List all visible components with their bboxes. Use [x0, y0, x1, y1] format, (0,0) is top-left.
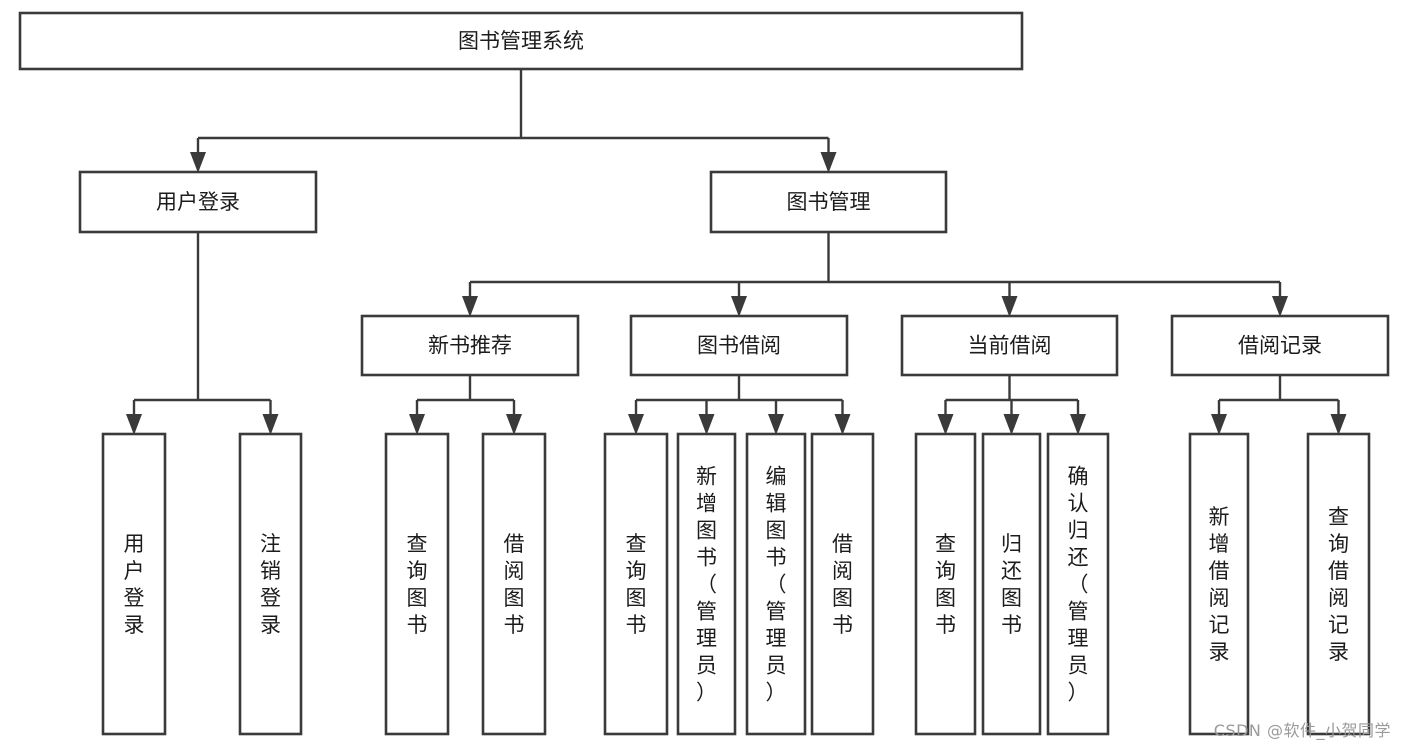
node-leaf-bb-lend[interactable]: 借阅图书	[810, 432, 875, 736]
node-leaf-bb-add[interactable]: 新增图书（管理员）	[676, 432, 737, 736]
node-box[interactable]	[1188, 432, 1250, 736]
node-label: 新增图书（管理员）	[696, 465, 717, 705]
node-box[interactable]	[481, 432, 547, 736]
node-leaf-nb-query[interactable]: 查询图书	[384, 432, 450, 736]
node-root[interactable]: 图书管理系统	[18, 11, 1024, 71]
node-box[interactable]	[1170, 314, 1390, 377]
arrow-head-icon	[731, 296, 747, 317]
node-new-book-rec[interactable]: 新书推荐	[360, 314, 580, 377]
node-label: 用户登录	[156, 190, 240, 214]
node-box[interactable]	[745, 432, 807, 736]
arrow-head-icon	[1330, 414, 1347, 435]
node-leaf-cb-query[interactable]: 查询图书	[914, 432, 977, 736]
node-label: 图书管理系统	[458, 29, 584, 53]
connector-layer	[126, 69, 1347, 435]
node-borrow-record[interactable]: 借阅记录	[1170, 314, 1390, 377]
arrow-head-icon	[698, 414, 715, 435]
arrow-head-icon	[190, 152, 206, 173]
node-box[interactable]	[1306, 432, 1371, 736]
node-leaf-cb-return[interactable]: 归还图书	[981, 432, 1042, 736]
node-label: 图书借阅	[697, 334, 781, 358]
node-leaf-bb-edit[interactable]: 编辑图书（管理员）	[745, 432, 807, 736]
arrow-head-icon	[506, 414, 522, 435]
node-leaf-logout[interactable]: 注销登录	[238, 432, 303, 736]
node-label: 编辑图书（管理员）	[766, 465, 787, 705]
node-label: 当前借阅	[968, 334, 1052, 358]
node-box[interactable]	[900, 314, 1119, 377]
node-leaf-cb-confirm[interactable]: 确认归还（管理员）	[1046, 432, 1110, 736]
node-label: 图书管理	[787, 190, 871, 214]
node-layer: 图书管理系统用户登录图书管理新书推荐图书借阅当前借阅借阅记录用户登录注销登录查询…	[18, 11, 1390, 736]
node-book-borrow[interactable]: 图书借阅	[629, 314, 849, 377]
node-box[interactable]	[78, 170, 318, 234]
node-box[interactable]	[914, 432, 977, 736]
arrow-head-icon	[262, 414, 279, 435]
arrow-head-icon	[409, 414, 425, 435]
node-box[interactable]	[676, 432, 737, 736]
node-label: 借阅记录	[1238, 334, 1322, 358]
arrow-head-icon	[462, 296, 478, 317]
arrow-head-icon	[126, 414, 142, 435]
watermark-label: CSDN @软件_小贺同学	[1213, 721, 1391, 740]
node-label: 查询图书	[935, 532, 956, 637]
node-leaf-nb-borrow[interactable]: 借阅图书	[481, 432, 547, 736]
node-box[interactable]	[101, 432, 167, 736]
arrow-head-icon	[1211, 414, 1227, 435]
arrow-head-icon	[820, 152, 837, 173]
node-box[interactable]	[603, 432, 669, 736]
node-box[interactable]	[810, 432, 875, 736]
node-box[interactable]	[360, 314, 580, 377]
node-leaf-user-login[interactable]: 用户登录	[101, 432, 167, 736]
arrow-head-icon	[1272, 296, 1288, 317]
arrow-head-icon	[937, 414, 954, 435]
node-leaf-br-add[interactable]: 新增借阅记录	[1188, 432, 1250, 736]
node-label: 查询图书	[626, 532, 647, 637]
node-label: 归还图书	[1001, 532, 1022, 637]
node-label: 借阅图书	[832, 532, 853, 637]
node-label: 借阅图书	[504, 532, 525, 637]
node-box[interactable]	[629, 314, 849, 377]
node-box[interactable]	[709, 170, 948, 234]
node-label: 新书推荐	[428, 334, 512, 358]
node-box[interactable]	[981, 432, 1042, 736]
node-label: 用户登录	[124, 532, 145, 637]
node-leaf-br-query[interactable]: 查询借阅记录	[1306, 432, 1371, 736]
arrow-head-icon	[834, 414, 851, 435]
arrow-head-icon	[1070, 414, 1086, 435]
node-label: 查询图书	[407, 532, 428, 637]
node-label: 新增借阅记录	[1209, 505, 1230, 664]
node-box[interactable]	[1046, 432, 1110, 736]
node-box[interactable]	[384, 432, 450, 736]
arrow-head-icon	[1001, 296, 1018, 317]
node-label: 查询借阅记录	[1328, 505, 1349, 664]
node-label: 注销登录	[260, 532, 281, 637]
node-current-borrow[interactable]: 当前借阅	[900, 314, 1119, 377]
node-box[interactable]	[238, 432, 303, 736]
node-leaf-bb-query[interactable]: 查询图书	[603, 432, 669, 736]
arrow-head-icon	[628, 414, 644, 435]
node-label: 确认归还（管理员）	[1068, 465, 1089, 705]
node-user-login[interactable]: 用户登录	[78, 170, 318, 234]
node-box[interactable]	[18, 11, 1024, 71]
node-book-manage[interactable]: 图书管理	[709, 170, 948, 234]
arrow-head-icon	[1003, 414, 1020, 435]
arrow-head-icon	[768, 414, 784, 435]
